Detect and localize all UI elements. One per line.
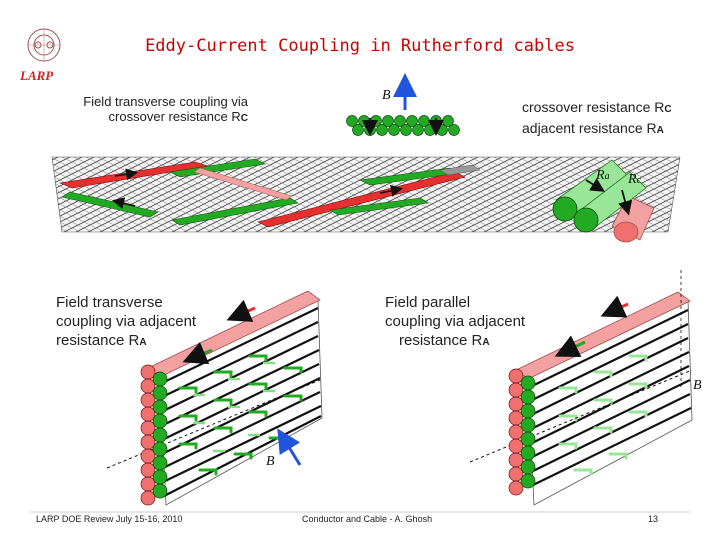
loop-right-green-lower	[329, 197, 429, 216]
loop-right-red-lower	[257, 171, 466, 228]
br-label-line2: coupling via adjacent	[385, 313, 526, 330]
top-right-label-sub1: C	[664, 104, 672, 115]
bl-label-line2: coupling via adjacent	[56, 313, 197, 330]
top-right-label-sub2: A	[656, 125, 664, 136]
bl-strand-column	[140, 364, 168, 506]
field-label-bottom-left: B	[266, 454, 275, 469]
top-cable-diagram	[51, 156, 681, 233]
loop-left-green-lower	[61, 191, 159, 218]
strand-label-ra: Ra	[596, 168, 610, 184]
loop-left-green-right	[171, 197, 299, 226]
top-right-label-line1: crossover resistance R	[522, 99, 665, 115]
crossing-strands-illustration	[552, 159, 655, 243]
br-cable-top-edge	[515, 291, 691, 380]
top-left-label-line2: crossover resistance R	[108, 109, 241, 124]
strand-label-ra-main: R	[596, 168, 605, 183]
strand-label-ra-sub: a	[604, 171, 610, 182]
bl-label-sub: A	[139, 337, 147, 348]
loop-left-green-upper	[169, 158, 266, 178]
br-strand-column	[508, 368, 536, 496]
top-right-label: crossover resistance RC adjacent resista…	[522, 98, 672, 140]
br-label-line3: resistance R	[399, 332, 483, 349]
slide-title: Eddy-Current Coupling in Rutherford cabl…	[145, 36, 575, 56]
loop-right-gray	[439, 164, 481, 176]
strand-label-rc-sub: c	[636, 175, 642, 186]
page-number: 13	[648, 514, 659, 524]
footer-left: LARP DOE Review July 15-16, 2010	[36, 514, 183, 524]
larp-logo	[27, 28, 61, 62]
br-label-sub: A	[482, 337, 490, 348]
logo-text: LARP	[20, 68, 54, 83]
field-label-top: B	[382, 88, 391, 103]
br-label-line1: Field parallel	[385, 294, 471, 311]
top-right-label-line2: adjacent resistance R	[522, 120, 657, 136]
field-label-bottom-right: B	[693, 378, 702, 393]
strand-label-rc-main: R	[628, 172, 637, 187]
bl-label-line1: Field transverse	[56, 294, 163, 311]
footer-center: Conductor and Cable - A. Ghosh	[302, 514, 433, 524]
top-left-label: Field transverse coupling via crossover …	[58, 94, 248, 126]
field-arrow-bottom-left-icon	[277, 428, 302, 466]
loop-left-pink-edge	[193, 167, 293, 201]
bottom-right-label: Field parallel coupling via adjacent res…	[385, 293, 525, 352]
bl-label-line3: resistance R	[56, 332, 140, 349]
strand-label-rc: Rc	[628, 172, 641, 188]
top-left-label-sub: C	[240, 113, 248, 124]
bottom-left-label: Field transverse coupling via adjacent r…	[56, 293, 196, 352]
top-left-label-line1: Field transverse coupling via	[83, 94, 248, 109]
bottom-right-cable	[469, 270, 693, 506]
strand-cross-section-row	[346, 115, 460, 136]
